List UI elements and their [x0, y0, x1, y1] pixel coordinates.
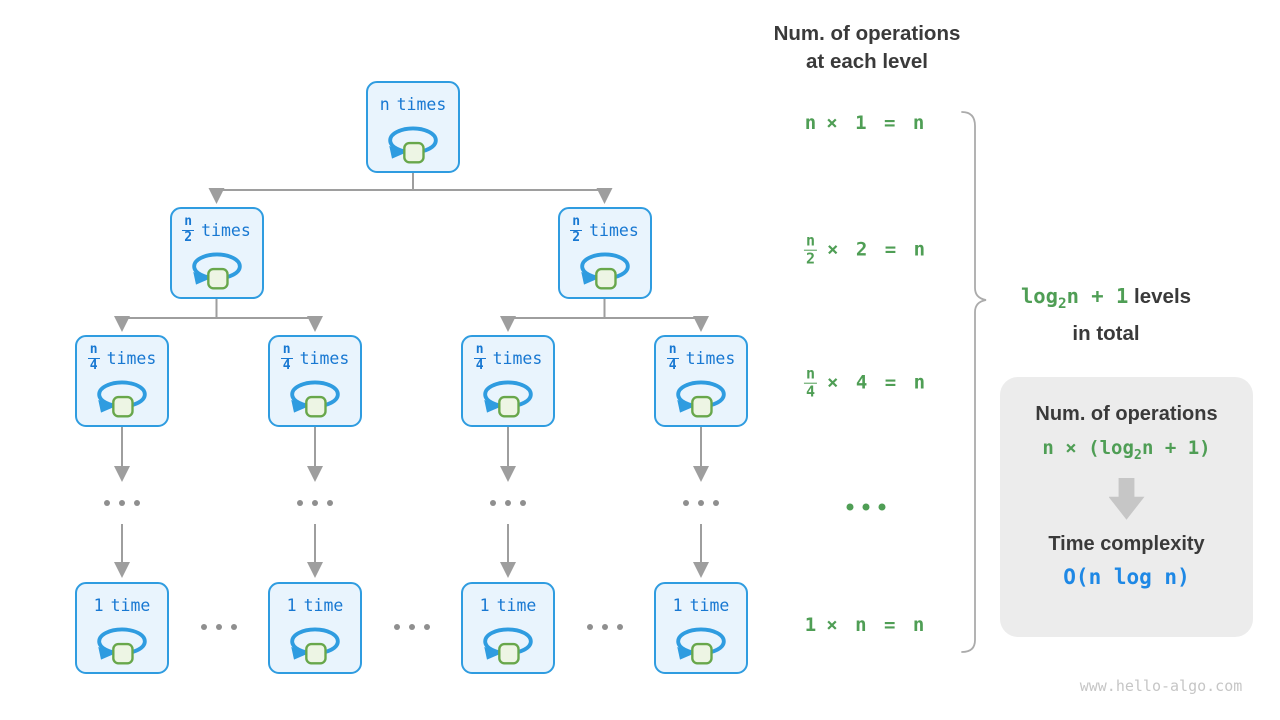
operations-header-line2: at each level — [806, 50, 928, 73]
label-suffix: times — [396, 94, 447, 114]
levels-total-line1: log2n + 1 levels — [992, 281, 1220, 319]
website-watermark: www.hello-algo.com — [1079, 677, 1243, 695]
summary-tc-formula: O(n log n) — [1063, 564, 1190, 589]
tree-node: 1 time — [461, 582, 555, 674]
ellipsis-vertical — [490, 500, 526, 506]
loop-icon — [290, 627, 340, 665]
formula-rest: × 1 = n — [826, 112, 928, 134]
label-suffix: time — [496, 595, 537, 615]
ellipsis-horizontal — [586, 624, 623, 630]
brace — [961, 111, 987, 653]
label-count: 1 — [672, 595, 683, 615]
node-label: 1 time — [287, 590, 344, 620]
label-suffix: times — [589, 220, 639, 240]
node-label: 1 time — [673, 590, 730, 620]
summary-ops-formula: n × (log2n + 1) — [1042, 437, 1211, 463]
ellipsis-vertical — [104, 500, 140, 506]
loop-icon — [290, 380, 340, 418]
label-count: n — [379, 94, 390, 114]
loop-icon — [191, 252, 242, 290]
operations-header: Num. of operations at each level — [747, 20, 987, 76]
summary-ops-title: Num. of operations — [1035, 403, 1218, 425]
label-suffix: times — [106, 348, 157, 368]
label-suffix: time — [303, 595, 344, 615]
label-suffix: times — [492, 348, 543, 368]
levels-suffix: levels — [1128, 285, 1192, 308]
operations-formula: n × 1 = n — [805, 112, 928, 134]
levels-total-line2: in total — [1072, 322, 1140, 346]
node-label: 1 time — [94, 590, 151, 620]
summary-tc-title: Time complexity — [1048, 532, 1205, 555]
label-count: n — [804, 112, 817, 134]
ellipsis-horizontal — [393, 624, 430, 630]
formula-rest: × 2 = n — [826, 239, 929, 261]
label-count: 1 — [286, 595, 297, 615]
tree-node: 1 time — [654, 582, 748, 674]
ellipsis-operations — [846, 503, 886, 511]
loop-icon — [97, 380, 147, 418]
down-arrow-icon — [1108, 477, 1145, 520]
label-suffix: times — [685, 348, 736, 368]
node-label: 1 time — [480, 590, 537, 620]
label-count: 1 — [804, 614, 817, 636]
loop-icon — [483, 627, 533, 665]
summary-box: Num. of operations n × (log2n + 1) Time … — [1000, 377, 1253, 637]
ellipsis-vertical — [683, 500, 719, 506]
loop-icon — [97, 627, 147, 665]
loop-icon — [676, 380, 726, 418]
operations-formula: 1 × n = n — [805, 614, 928, 636]
loop-icon — [676, 627, 726, 665]
label-suffix: times — [299, 348, 350, 368]
ellipsis-vertical — [297, 500, 333, 506]
loop-icon — [483, 380, 533, 418]
label-suffix: time — [110, 595, 151, 615]
label-suffix: time — [689, 595, 730, 615]
formula-rest: × n = n — [826, 614, 928, 636]
label-count: 1 — [479, 595, 490, 615]
loop-icon — [388, 126, 438, 164]
levels-total-label: log2n + 1 levels in total — [992, 281, 1220, 349]
label-count: 1 — [93, 595, 104, 615]
levels-formula: log2n + 1 — [1020, 284, 1129, 313]
tree-node: 1 time — [75, 582, 169, 674]
tree-connectors — [114, 171, 709, 578]
tree-node: 1 time — [268, 582, 362, 674]
formula-rest: × 4 = n — [826, 372, 929, 394]
ellipsis-horizontal — [200, 624, 237, 630]
label-suffix: times — [201, 220, 251, 240]
loop-icon — [579, 252, 630, 290]
operations-header-line1: Num. of operations — [773, 22, 961, 45]
